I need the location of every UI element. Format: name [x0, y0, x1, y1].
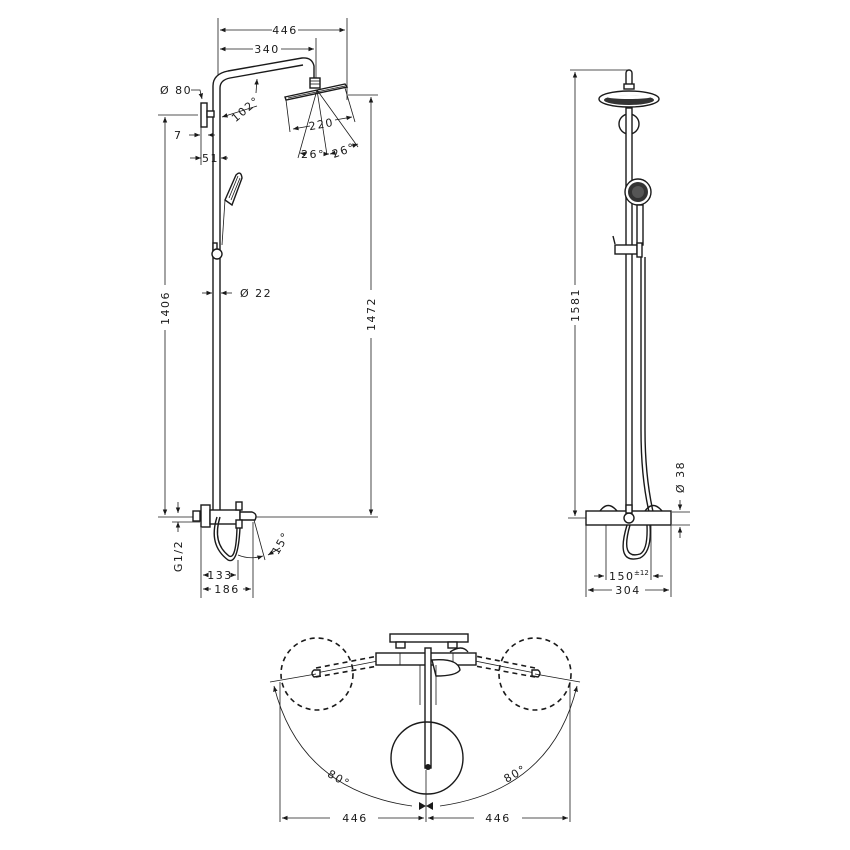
dim-1581: 1581 [569, 288, 582, 322]
dim-diameter-80: Ø 80 [160, 84, 192, 97]
dim-reach-right: 446 [485, 812, 511, 825]
dim-446-top: 446 [272, 24, 298, 37]
dim-51: 51 [202, 152, 219, 165]
dim-connection-thread: G1/2 [172, 540, 185, 572]
spray-angle-left: 26° [301, 148, 325, 161]
dim-340: 340 [254, 43, 280, 56]
spray-angle-right: 26° [330, 140, 357, 160]
dim-7: 7 [174, 129, 183, 142]
dim-1472: 1472 [365, 297, 378, 331]
dim-15-angle: 15° [269, 530, 292, 557]
swivel-angle-left: 80° [325, 767, 352, 790]
front-view: 1581 [568, 69, 690, 597]
dim-1406: 1406 [159, 291, 172, 325]
swivel-angle-right: 80° [502, 762, 529, 785]
dim-304: 304 [615, 584, 641, 597]
side-view: 446 340 220 26° 26° 102° [158, 18, 378, 598]
top-view: 80° 80° 446 446 [269, 633, 581, 825]
dim-102-angle: 102° [229, 94, 262, 125]
dim-reach-left: 446 [342, 812, 368, 825]
dim-186: 186 [214, 583, 240, 596]
dim-pipe-diameter: Ø 22 [240, 287, 272, 300]
dim-150-tolerance: ±12 [634, 569, 649, 577]
dim-mixer-diameter: Ø 38 [674, 461, 687, 493]
dim-150: 150 [609, 570, 635, 583]
dim-133: 133 [207, 569, 233, 582]
dim-220: 220 [308, 116, 335, 133]
